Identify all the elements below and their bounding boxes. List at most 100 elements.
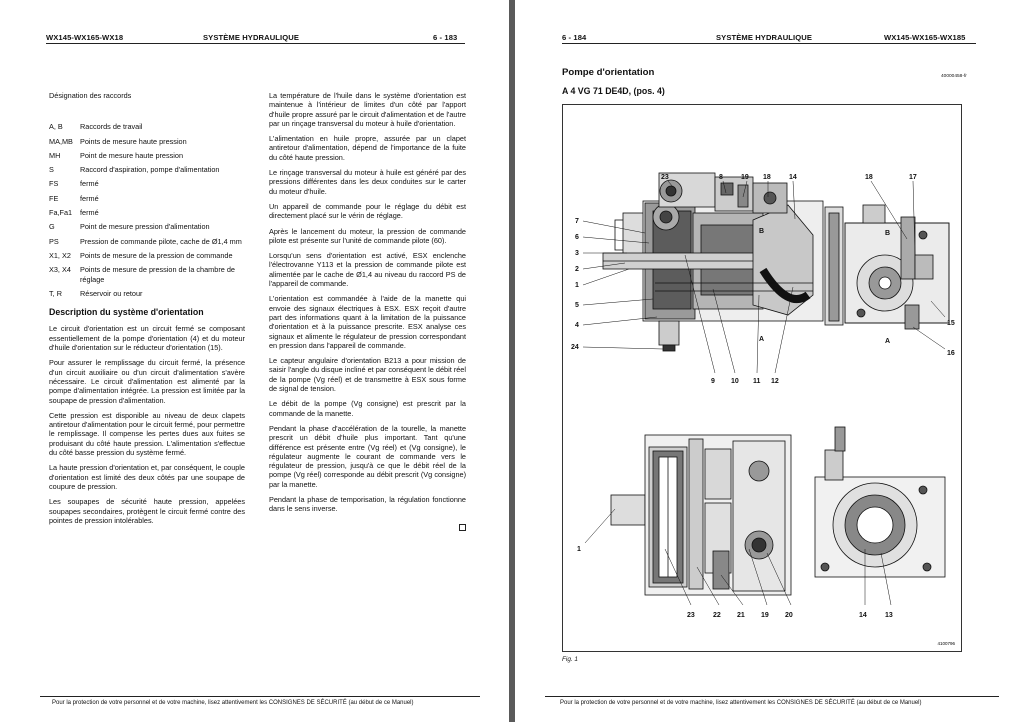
connection-row: A, B Raccords de travail [49,122,245,131]
end-mark [459,523,466,531]
connection-description: fermé [80,193,99,203]
callout-number: B [759,228,764,235]
left-page: WX145-WX165-WX18 SYSTÈME HYDRAULIQUE 6 -… [0,0,509,722]
page-subtitle: A 4 VG 71 DE4D, (pos. 4) [562,86,665,96]
connection-code: G [49,222,55,232]
connection-row: X3, X4 Points de mesure de pression de la… [49,265,245,284]
callout-number: 22 [713,612,721,619]
body-paragraph: Lorsqu'un sens d'orientation est activé,… [269,251,466,289]
callout-number: 5 [575,302,579,309]
callout-number: 11 [753,378,761,385]
callout-number: 16 [947,350,955,357]
callout-number: 4 [575,322,579,329]
connection-code: MA,MB [49,136,73,146]
callout-number: 14 [859,612,867,619]
connection-row: MH Point de mesure haute pression [49,151,245,160]
header-model: WX145-WX165-WX185 [884,33,966,42]
footer-rule [40,696,480,697]
callout-number: 9 [711,378,715,385]
connection-description: Point de mesure pression d'alimentation [80,222,210,232]
connection-row: Fa,Fa1 fermé [49,208,245,217]
callout-number: 8 [719,174,723,181]
header-section: SYSTÈME HYDRAULIQUE [203,33,299,42]
figure-caption: Fig. 1 [562,656,578,663]
connection-description: Raccords de travail [80,122,143,132]
connection-description: Point de mesure haute pression [80,150,184,160]
body-paragraph: Le débit de la pompe (Vg consigne) est p… [269,399,466,418]
callout-number: 14 [789,174,797,181]
body-paragraph: Pendant la phase de temporisation, la ré… [269,494,466,514]
body-paragraph: Pendant la phase d'accélération de la to… [269,423,466,489]
right-page: 6 - 184 SYSTÈME HYDRAULIQUE WX145-WX165-… [515,0,1024,722]
connection-code: Fa,Fa1 [49,208,73,218]
header-rule [46,43,465,44]
connection-row: S Raccord d'aspiration, pompe d'alimentat… [49,165,245,174]
callout-number: A [885,338,890,345]
connection-row: T, R Réservoir ou retour [49,289,245,298]
callout-number: A [759,336,764,343]
connection-code: A, B [49,122,63,132]
header-page-number: 6 - 183 [433,33,458,42]
connection-row: PS Pression de commande pilote, cache de … [49,237,245,246]
body-paragraph: Les soupapes de sécurité haute pression,… [49,497,245,525]
connection-description: Réservoir ou retour [80,288,143,298]
left-column: Désignation des raccords A, B Raccords de… [49,91,245,531]
connection-code: S [49,165,54,175]
connection-description: fermé [80,179,99,189]
side-view [824,204,950,330]
col2-paragraphs: La température de l'huile dans le systèm… [269,91,466,514]
callout-number: 19 [741,174,749,181]
connection-code: MH [49,150,61,160]
connection-code: PS [49,236,59,246]
connection-code: X3, X4 [49,265,71,275]
body-paragraph: Pour assurer le remplissage du circuit f… [49,358,245,405]
connection-description: Raccord d'aspiration, pompe d'alimentati… [80,165,220,175]
front-view [610,434,792,596]
body-paragraph: La haute pression d'orientation et, par … [49,463,245,491]
designation-title: Désignation des raccords [49,91,132,100]
reference-code: 40000458-fr [941,74,967,79]
callout-number: 2 [575,266,579,273]
callout-number: 15 [947,320,955,327]
body-paragraph: La température de l'huile dans le systèm… [269,91,466,128]
rear-view [814,426,946,578]
connection-row: G Point de mesure pression d'alimentation [49,222,245,231]
connection-code: FS [49,179,59,189]
header-section: SYSTÈME HYDRAULIQUE [716,33,812,42]
callout-number: 21 [737,612,745,619]
callout-number: 18 [865,174,873,181]
callout-number: 23 [687,612,695,619]
callout-number: 7 [575,218,579,225]
connection-description: fermé [80,208,99,218]
connection-code: T, R [49,288,62,298]
body-paragraph: Après le lancement du moteur, la pressio… [269,226,466,245]
connection-description: Points de mesure de la pression de comma… [80,250,233,260]
body-paragraph: Le circuit d'orientation est un circuit … [49,324,245,353]
callout-number: 18 [763,174,771,181]
callout-number: 19 [761,612,769,619]
callout-number: 10 [731,378,739,385]
right-column: La température de l'huile dans le systèm… [269,91,466,533]
footer-text: Pour la protection de votre personnel et… [560,700,922,706]
callout-number: 23 [661,174,669,181]
callout-number: 13 [885,612,893,619]
body-paragraph: Un appareil de commande pour le réglage … [269,201,466,221]
connection-row: FE fermé [49,194,245,203]
callout-number: 20 [785,612,793,619]
page-title: Pompe d'orientation [562,67,655,78]
callout-number: 12 [771,378,779,385]
connection-description: Points de mesure de pression de la chamb… [80,265,235,284]
connection-code: FE [49,193,59,203]
callout-number: 1 [575,282,579,289]
pump-drawing: 763215424238191814910111218171516BABA123… [571,172,955,646]
body-paragraph: Le rinçage transversal du moteur à huile… [269,168,466,196]
footer-rule [545,696,999,697]
body-paragraph: Le capteur angulaire d'orientation B213 … [269,356,466,394]
drawing-reference: 4100796 [937,641,955,646]
connection-description: Pression de commande pilote, cache de Ø1… [80,236,242,246]
header-model: WX145-WX165-WX18 [46,33,124,42]
